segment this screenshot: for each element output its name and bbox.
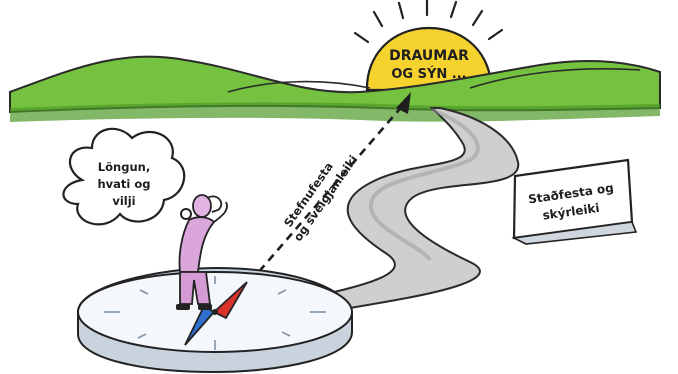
road-icon xyxy=(300,108,518,308)
thought-text-line3: vilji xyxy=(112,194,135,208)
arrow-label: Stefnufesta og sveigjanleiki xyxy=(278,143,361,243)
sun-text-line2: OG SÝN ... xyxy=(391,66,466,82)
thought-text-line2: hvati og xyxy=(97,177,150,191)
compass-icon xyxy=(78,268,352,372)
hills xyxy=(10,57,660,122)
sun-text-line1: DRAUMAR xyxy=(389,48,469,64)
thought-text-line1: Löngun, xyxy=(98,160,150,174)
